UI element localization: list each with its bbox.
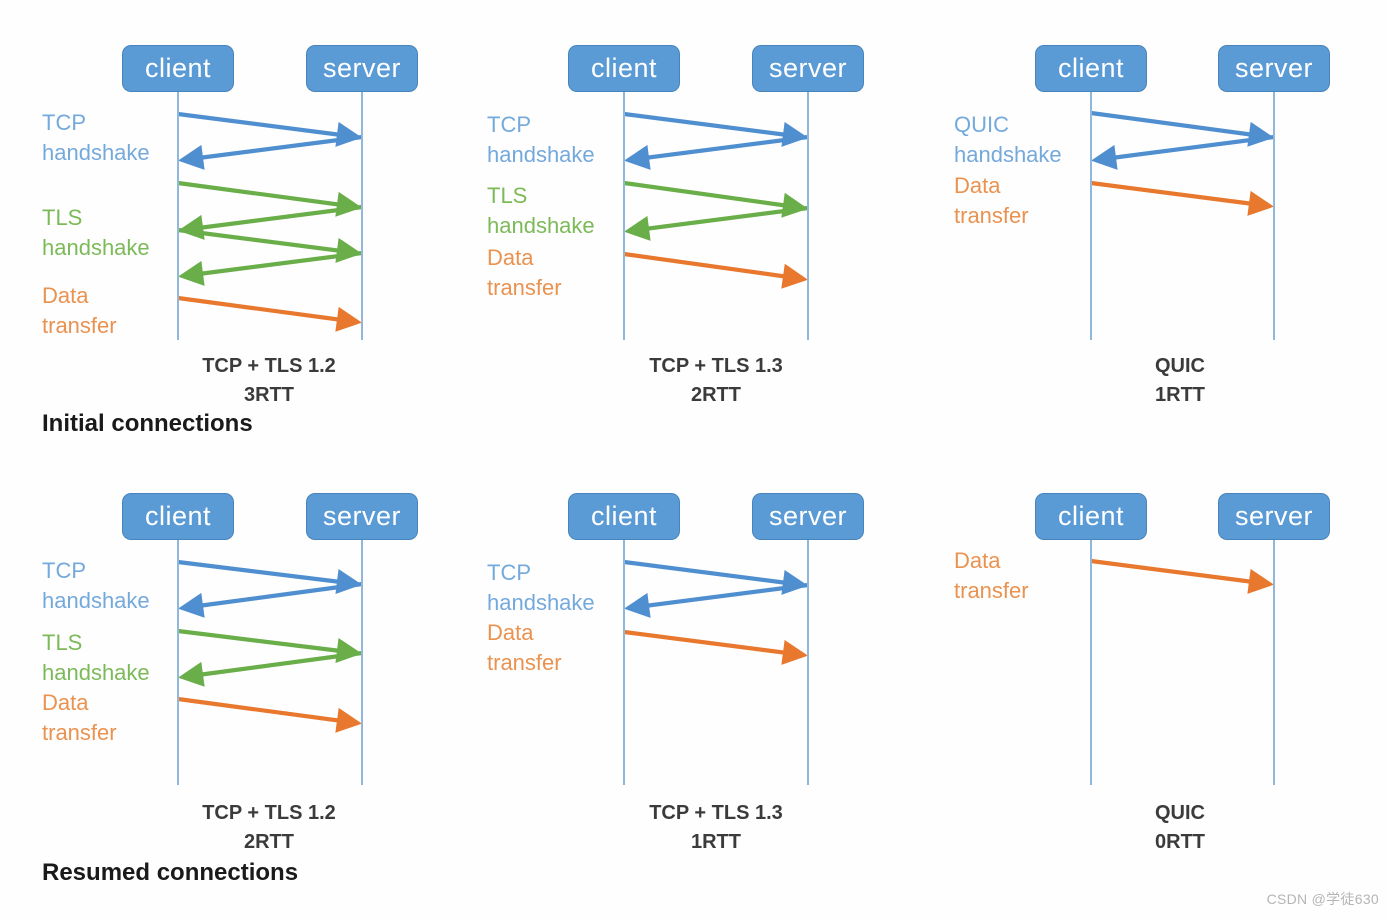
server-box: server <box>752 493 864 540</box>
arrow-green-client-to-server <box>177 628 363 664</box>
arrow-orange-client-to-server <box>623 629 808 665</box>
flow-label-data-transfer: Data transfer <box>487 245 562 300</box>
flow-label-data-transfer: Data transfer <box>487 620 562 675</box>
flow-label-data-transfer: Data transfer <box>954 173 1029 228</box>
server-lifeline <box>361 540 363 785</box>
client-box: client <box>122 45 234 92</box>
client-box: client <box>122 493 234 540</box>
server-lifeline <box>807 540 809 785</box>
arrow-blue-server-to-client <box>624 134 809 170</box>
arrow-orange-client-to-server <box>177 295 362 332</box>
arrow-orange-client-to-server <box>1090 558 1274 594</box>
watermark-text: CSDN @学徒630 <box>1266 891 1379 907</box>
flow-label-tcp-handshake: TCP handshake <box>42 110 150 165</box>
server-box: server <box>306 45 418 92</box>
arrow-green-server-to-client <box>178 204 363 240</box>
panel-caption-quic-initial: QUIC 1RTT <box>1155 355 1205 406</box>
server-lifeline <box>807 92 809 340</box>
flow-label-tcp-handshake: TCP handshake <box>487 112 595 167</box>
flow-label-data-transfer: Data transfer <box>42 690 117 745</box>
client-lifeline <box>623 540 625 785</box>
server-lifeline <box>1273 540 1275 785</box>
client-box: client <box>1035 493 1147 540</box>
section-title-resumed-connections: Resumed connections <box>42 859 299 886</box>
arrow-green-client-to-server <box>177 227 362 263</box>
client-lifeline <box>623 92 625 340</box>
flow-label-tls-handshake: TLS handshake <box>42 630 150 685</box>
arrow-orange-client-to-server <box>623 251 808 289</box>
panel-caption-tcp-tls13-initial: TCP + TLS 1.3 2RTT <box>649 355 783 406</box>
arrow-blue-client-to-server <box>177 111 362 147</box>
panel-caption-tcp-tls12-initial: TCP + TLS 1.2 3RTT <box>202 355 336 406</box>
panel-caption-tcp-tls12-resumed: TCP + TLS 1.2 2RTT <box>202 802 336 853</box>
arrow-green-server-to-client <box>178 250 363 286</box>
arrow-orange-client-to-server <box>1090 180 1274 216</box>
flow-label-data-transfer: Data transfer <box>42 283 117 338</box>
client-lifeline <box>1090 540 1092 785</box>
server-box: server <box>306 493 418 540</box>
client-lifeline <box>1090 92 1092 340</box>
client-box: client <box>568 45 680 92</box>
arrow-blue-client-to-server <box>1090 110 1274 147</box>
arrow-blue-server-to-client <box>178 581 363 618</box>
flow-label-quic-handshake: QUIC handshake <box>954 112 1062 167</box>
client-box: client <box>1035 45 1147 92</box>
server-lifeline <box>361 92 363 340</box>
section-title-initial-connections: Initial connections <box>42 410 253 437</box>
server-box: server <box>752 45 864 92</box>
arrow-blue-client-to-server <box>623 559 808 595</box>
arrow-blue-server-to-client <box>624 582 809 618</box>
server-box: server <box>1218 493 1330 540</box>
arrow-blue-client-to-server <box>177 559 363 595</box>
arrow-green-server-to-client <box>178 650 363 687</box>
panel-caption-tcp-tls13-resumed: TCP + TLS 1.3 1RTT <box>649 802 783 853</box>
arrow-blue-server-to-client <box>178 134 363 170</box>
server-lifeline <box>1273 92 1275 340</box>
arrow-orange-client-to-server <box>177 696 362 733</box>
flow-label-data-transfer: Data transfer <box>954 548 1029 603</box>
flow-label-tls-handshake: TLS handshake <box>487 183 595 238</box>
client-lifeline <box>177 92 179 340</box>
arrow-blue-server-to-client <box>1091 134 1275 170</box>
flow-label-tcp-handshake: TCP handshake <box>487 560 595 615</box>
arrow-blue-client-to-server <box>623 111 808 147</box>
flow-label-tls-handshake: TLS handshake <box>42 205 150 260</box>
panel-caption-quic-resumed: QUIC 0RTT <box>1155 802 1205 853</box>
server-box: server <box>1218 45 1330 92</box>
client-lifeline <box>177 540 179 785</box>
arrow-green-client-to-server <box>623 180 808 218</box>
flow-label-tcp-handshake: TCP handshake <box>42 558 150 613</box>
arrow-green-client-to-server <box>177 180 362 217</box>
client-box: client <box>568 493 680 540</box>
arrow-green-server-to-client <box>624 205 809 241</box>
